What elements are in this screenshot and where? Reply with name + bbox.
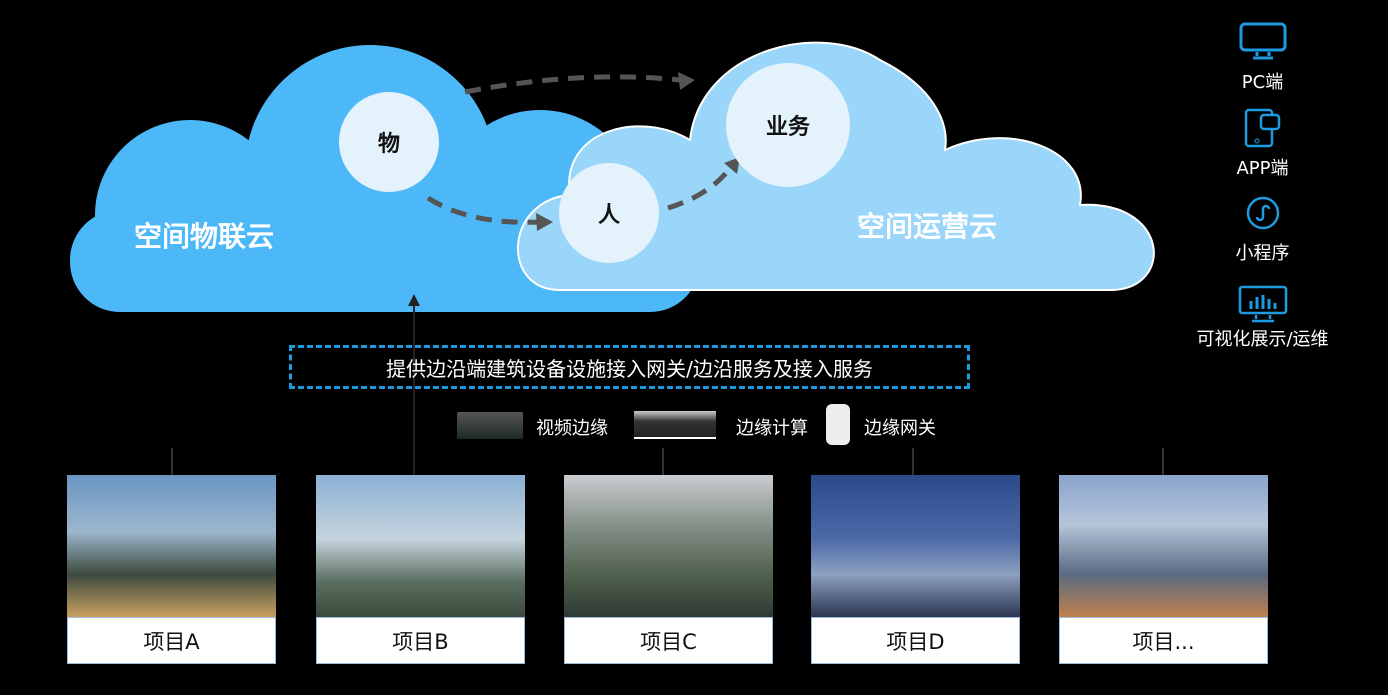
client-label: 可视化展示/运维 xyxy=(1196,329,1329,350)
project-label: 项目... xyxy=(1059,617,1268,664)
video-edge-device-icon xyxy=(457,412,523,439)
gateway-icon xyxy=(826,404,850,445)
project-card[interactable]: 项目C xyxy=(564,475,773,664)
dashboard-monitor-icon xyxy=(1238,285,1287,323)
client-miniprogram: 小程序 xyxy=(1195,195,1330,270)
node-thing: 物 xyxy=(339,92,439,192)
monitor-icon xyxy=(1239,22,1286,60)
project-photo xyxy=(811,475,1020,617)
device-label: 视频边缘 xyxy=(536,418,608,439)
flow-arrows xyxy=(426,74,733,225)
device-label: 边缘计算 xyxy=(736,418,808,439)
client-app: APP端 xyxy=(1195,108,1330,183)
node-business: 业务 xyxy=(726,63,850,187)
client-pc: PC端 xyxy=(1195,22,1330,97)
mini-program-icon xyxy=(1246,196,1279,230)
project-label: 项目C xyxy=(564,617,773,664)
project-photo xyxy=(67,475,276,617)
client-dashboard: 可视化展示/运维 xyxy=(1195,285,1330,380)
project-label: 项目B xyxy=(316,617,525,664)
ops-cloud-label: 空间运营云 xyxy=(857,210,998,243)
device-label: 边缘网关 xyxy=(864,418,936,439)
client-label: PC端 xyxy=(1241,72,1284,93)
client-label: 小程序 xyxy=(1235,243,1290,264)
project-photo xyxy=(1059,475,1268,617)
iot-cloud-label: 空间物联云 xyxy=(134,220,275,253)
tablet-app-icon xyxy=(1244,108,1280,148)
edge-service-banner: 提供边沿端建筑设备设施接入网关/边沿服务及接入服务 xyxy=(289,345,970,389)
project-card[interactable]: 项目A xyxy=(67,475,276,664)
project-label: 项目D xyxy=(811,617,1020,664)
project-card[interactable]: 项目... xyxy=(1059,475,1268,664)
project-label: 项目A xyxy=(67,617,276,664)
project-card[interactable]: 项目B xyxy=(316,475,525,664)
server-icon xyxy=(634,411,716,439)
project-card[interactable]: 项目D xyxy=(811,475,1020,664)
node-person: 人 xyxy=(559,163,659,263)
project-photo xyxy=(564,475,773,617)
client-label: APP端 xyxy=(1236,158,1289,179)
project-photo xyxy=(316,475,525,617)
